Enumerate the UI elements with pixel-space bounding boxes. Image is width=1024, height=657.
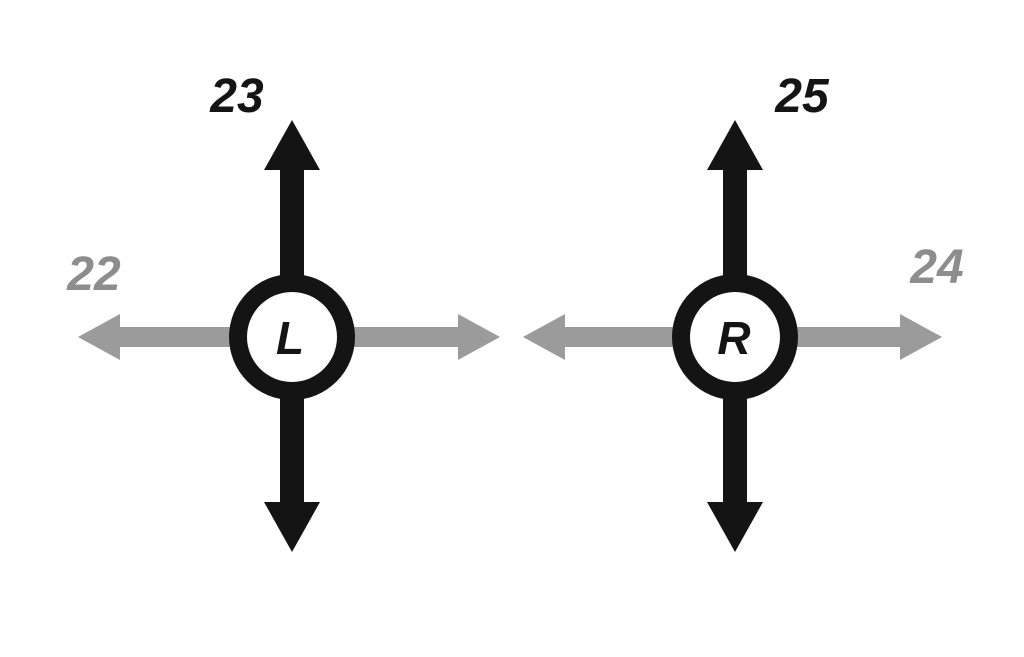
label-22: 22 [66, 248, 121, 301]
label-24: 24 [909, 241, 963, 294]
node-L-circle-inner [247, 292, 337, 382]
label-23: 23 [209, 70, 264, 123]
label-25: 25 [774, 70, 830, 123]
node-R-group: R 25 24 [523, 70, 964, 552]
node-R-label: R [717, 312, 750, 364]
node-R-circle-inner [690, 292, 780, 382]
node-L-group: L 23 22 [66, 70, 500, 552]
node-L-label: L [276, 312, 304, 364]
